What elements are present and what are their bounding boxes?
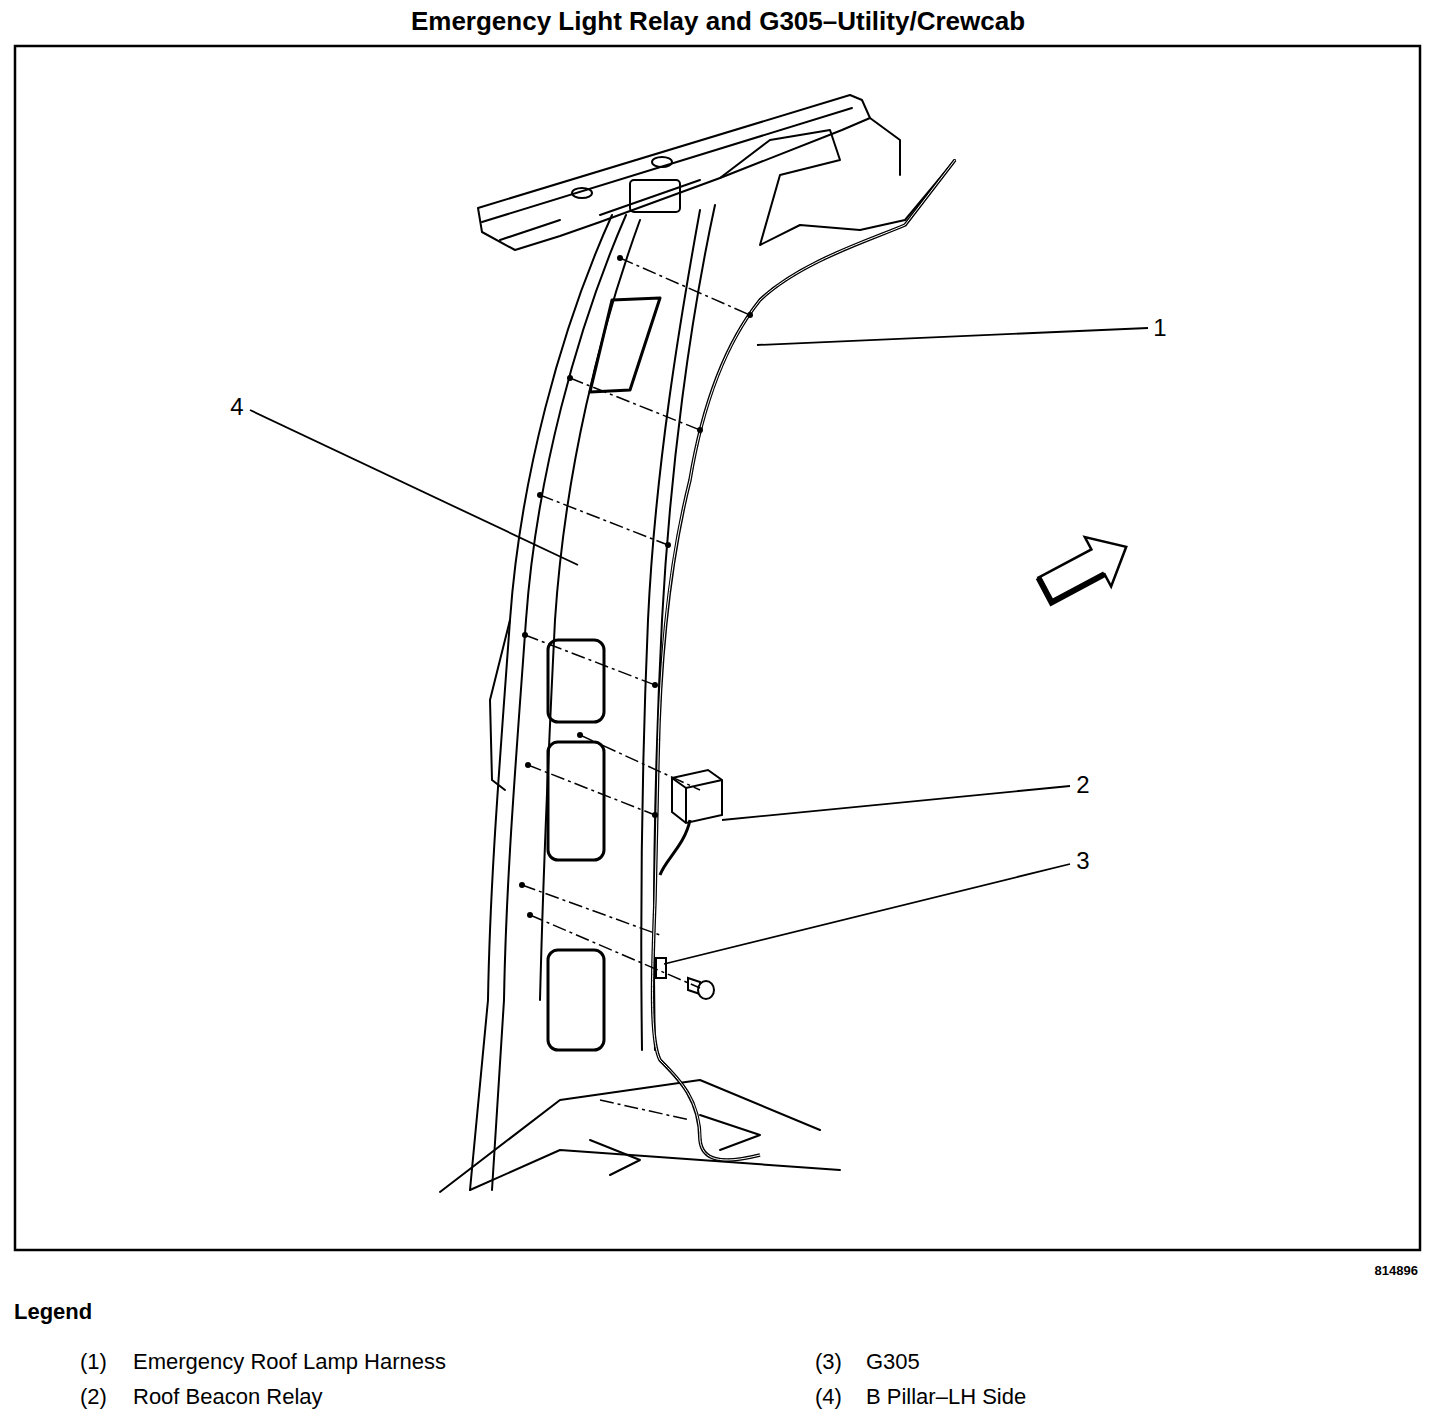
clip-dot	[697, 427, 703, 433]
legend-text: Emergency Roof Lamp Harness	[133, 1349, 446, 1374]
clip-line	[540, 495, 668, 545]
roof-rail-edge	[500, 180, 700, 240]
bolt-head	[698, 981, 714, 999]
legend-number: (4)	[815, 1384, 842, 1409]
pillar-edge	[470, 215, 612, 1190]
harness-highlight	[653, 160, 955, 1160]
clip-dot	[537, 492, 543, 498]
clip-line	[570, 378, 700, 430]
roof-lamp-harness	[653, 160, 955, 1160]
callout-number: 2	[1076, 771, 1089, 799]
callout-number: 3	[1076, 847, 1089, 875]
pillar-cutout	[548, 950, 604, 1050]
roof-rail	[478, 95, 870, 250]
roof-beacon-relay	[660, 770, 722, 875]
clip-dot	[747, 312, 753, 318]
leader-line	[664, 864, 1070, 964]
leader-line	[757, 328, 1148, 345]
pillar-edge	[654, 205, 715, 1050]
pillar-cutout	[590, 298, 660, 392]
body-structure	[440, 95, 955, 1192]
callout-number: 4	[230, 393, 243, 421]
pillar-flange	[490, 620, 510, 790]
figure-frame	[15, 46, 1420, 1250]
rear-roof-bracket	[720, 130, 860, 245]
clip-dot	[617, 255, 623, 261]
floor-bracket	[590, 1115, 760, 1175]
clip-dot	[652, 682, 658, 688]
relay-body	[672, 770, 722, 823]
clip-dot	[525, 762, 531, 768]
legend-text: Roof Beacon Relay	[133, 1384, 323, 1409]
legend-heading: Legend	[14, 1299, 92, 1324]
figure-number: 814896	[1375, 1264, 1418, 1279]
leader-line	[722, 786, 1070, 820]
roof-rail-edge	[482, 108, 852, 222]
clip-line	[580, 735, 700, 790]
legend-number: (3)	[815, 1349, 842, 1374]
clip-line	[530, 915, 700, 988]
floor-sill	[470, 1150, 840, 1190]
clip-dot	[567, 375, 573, 381]
clip-dot	[527, 912, 533, 918]
legend-number: (2)	[80, 1384, 107, 1409]
legend-text: B Pillar–LH Side	[866, 1384, 1026, 1409]
clip-line	[522, 258, 750, 1120]
clip-line	[600, 1100, 690, 1120]
relay-edge	[672, 778, 722, 823]
front-arrow	[1032, 522, 1140, 615]
callout-number: 1	[1153, 314, 1166, 342]
clip-dot	[652, 812, 658, 818]
ground-terminal	[656, 958, 666, 978]
legend-text: G305	[866, 1349, 920, 1374]
diagram-title: Emergency Light Relay and G305–Utility/C…	[411, 7, 1025, 37]
legend-number: (1)	[80, 1349, 107, 1374]
pillar-edge	[492, 215, 626, 1190]
roof-hole	[572, 188, 592, 198]
clip-line	[620, 258, 750, 315]
clip-line	[522, 885, 660, 935]
pillar-cutout	[548, 640, 604, 722]
clip-dot	[519, 882, 525, 888]
roof-hole	[652, 157, 672, 167]
clip-line	[528, 765, 655, 815]
pillar-edge	[641, 210, 700, 1050]
clip-dot	[522, 632, 528, 638]
arrow-outline	[1032, 522, 1140, 615]
clip-line	[525, 635, 655, 685]
rear-roof-edge	[860, 118, 955, 230]
clip-dot	[665, 542, 671, 548]
floor-sill	[440, 1080, 820, 1192]
pillar-flange	[540, 220, 640, 1000]
leader-line	[250, 410, 578, 565]
clip-dot	[577, 732, 583, 738]
pillar-cutout	[548, 742, 604, 860]
leader-line	[250, 328, 1148, 964]
arrow-shadow	[1038, 549, 1104, 602]
relay-pigtail	[660, 820, 690, 875]
pillar-cap	[630, 180, 680, 212]
clip-dot	[519, 255, 753, 918]
